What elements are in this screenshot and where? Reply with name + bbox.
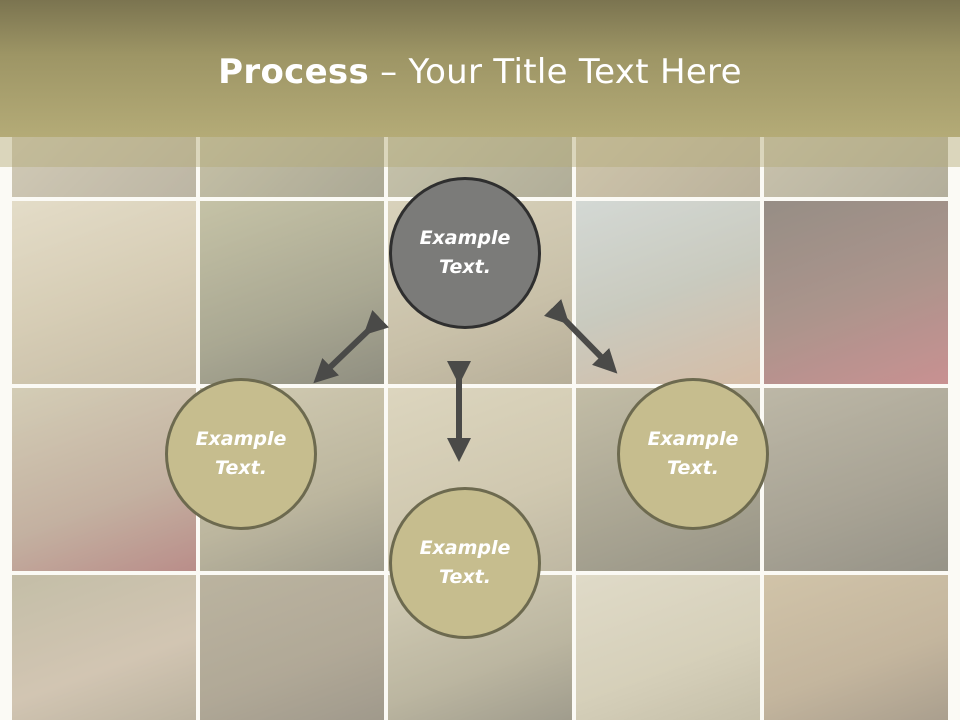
node-label-line2: Text. bbox=[667, 457, 719, 479]
photo-tile bbox=[12, 575, 196, 720]
slide-title-rest: – Your Title Text Here bbox=[369, 52, 742, 92]
node-label-line2: Text. bbox=[439, 256, 491, 278]
node-label-line2: Text. bbox=[439, 566, 491, 588]
node-label-line1: Example bbox=[419, 537, 511, 559]
double-arrow-left bbox=[313, 310, 389, 384]
slide-title: Process – Your Title Text Here bbox=[0, 52, 960, 92]
photo-tile bbox=[764, 201, 948, 384]
photo-tile bbox=[576, 137, 760, 197]
photo-tile bbox=[576, 575, 760, 720]
photo-tile bbox=[200, 137, 384, 197]
node-label-line1: Example bbox=[419, 227, 511, 249]
photo-tile bbox=[764, 575, 948, 720]
photo-tile bbox=[764, 388, 948, 571]
title-banner-strip bbox=[0, 137, 960, 167]
process-node-top: Example Text. bbox=[389, 177, 541, 329]
photo-tile bbox=[576, 201, 760, 384]
photo-tile bbox=[12, 137, 196, 197]
photo-tile bbox=[388, 137, 572, 197]
node-label-line1: Example bbox=[647, 428, 739, 450]
photo-tile bbox=[12, 201, 196, 384]
node-label-line2: Text. bbox=[215, 457, 267, 479]
double-arrow-right bbox=[544, 299, 618, 374]
process-node-left: Example Text. bbox=[165, 378, 317, 530]
title-banner bbox=[0, 0, 960, 137]
photo-tile bbox=[12, 388, 196, 571]
process-node-bottom: Example Text. bbox=[389, 487, 541, 639]
photo-tile bbox=[764, 137, 948, 197]
photo-tile bbox=[200, 575, 384, 720]
slide-title-bold: Process bbox=[218, 52, 370, 92]
node-label-line1: Example bbox=[195, 428, 287, 450]
process-node-right: Example Text. bbox=[617, 378, 769, 530]
